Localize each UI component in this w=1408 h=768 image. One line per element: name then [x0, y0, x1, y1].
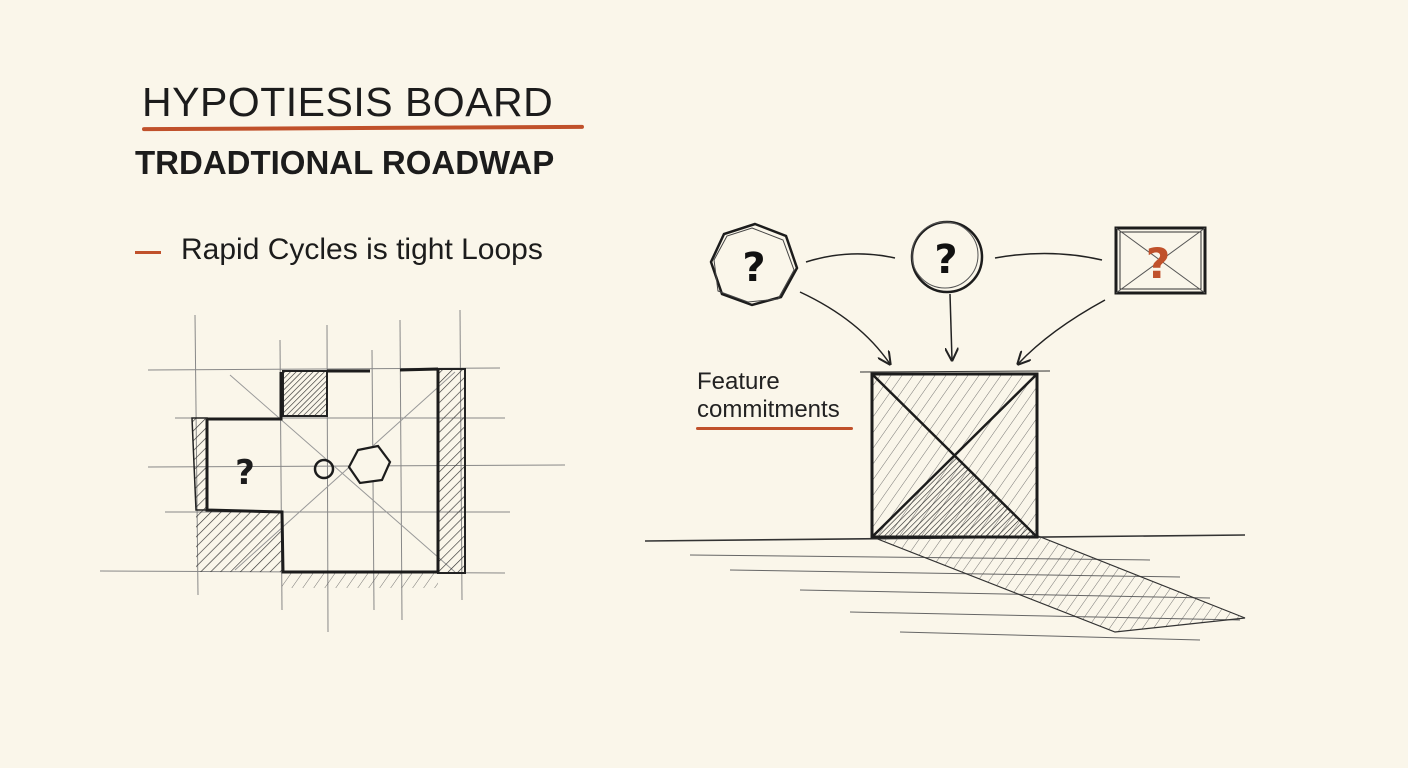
feature-label-line-2: commitments	[697, 396, 840, 423]
bullet-text: Rapid Cycles is tight Loops	[181, 233, 543, 266]
plan-question-mark: ?	[235, 453, 255, 493]
question-mark-3: ?	[1146, 239, 1170, 288]
feature-label-underline	[696, 427, 853, 430]
plan-wall-right	[437, 368, 466, 574]
feature-commitment-box	[859, 370, 1051, 539]
feature-label-line-1: Feature	[697, 368, 780, 395]
arrow-from-node-3	[1018, 299, 1106, 364]
link-1-2	[805, 253, 896, 263]
plan-hexagon	[347, 444, 392, 485]
hypothesis-diagram: ? ? ?	[644, 220, 1246, 641]
commitment-shadow	[874, 535, 1246, 633]
floor-plan-sketch: ?	[99, 309, 566, 633]
link-2-3	[994, 252, 1103, 261]
feature-commitments-label: Feature commitments	[697, 368, 840, 424]
hypothesis-node-2: ?	[910, 220, 984, 294]
plan-circle	[313, 458, 335, 480]
question-mark-2: ?	[934, 237, 957, 283]
bullet-dash	[135, 250, 161, 254]
arrow-from-node-1	[799, 291, 890, 364]
question-mark-1: ?	[742, 245, 765, 291]
plan-block	[282, 370, 328, 417]
board-title: HYPOTIESIS BOARD	[142, 79, 554, 125]
bullet-item: Rapid Cycles is tight Loops	[135, 233, 543, 267]
arrow-from-node-2	[950, 293, 952, 360]
hypothesis-node-3: ?	[1114, 226, 1207, 295]
board-subtitle: TRDADTIONAL ROADWAP	[135, 144, 555, 181]
hypothesis-node-1: ?	[709, 222, 799, 307]
